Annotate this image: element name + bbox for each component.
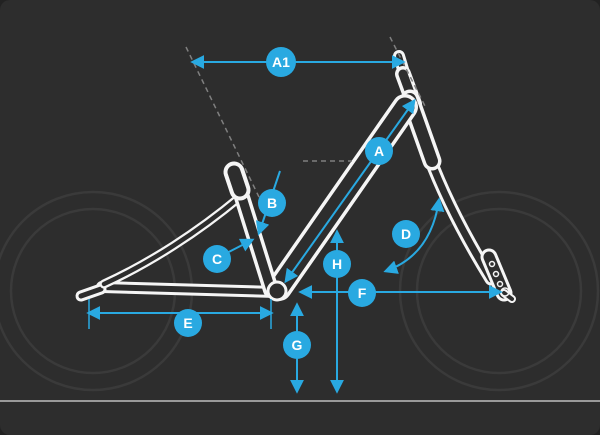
label-d: D [392, 220, 420, 248]
label-c-badge [203, 245, 231, 273]
d-angle-arc [383, 197, 445, 274]
measurement-d [383, 197, 445, 274]
label-f-text: F [358, 285, 367, 301]
measurement-a [284, 98, 416, 284]
bike-frame [75, 50, 516, 303]
label-g-badge [283, 331, 311, 359]
a-dimension-line [284, 98, 416, 284]
label-a1: A1 [266, 47, 296, 77]
label-a: A [365, 137, 393, 165]
label-g-text: G [292, 337, 303, 353]
label-f: F [348, 279, 376, 307]
label-h-text: H [332, 256, 342, 272]
label-c-text: C [212, 251, 222, 267]
labels: A1 A B C D E F G [174, 47, 420, 359]
label-b: B [258, 189, 286, 217]
label-b-badge [258, 189, 286, 217]
bottom-bracket [266, 280, 288, 302]
fork-mount-hole [488, 260, 496, 268]
label-a-text: A [374, 143, 384, 159]
label-e-text: E [183, 315, 192, 331]
label-h: H [323, 250, 351, 278]
label-c: C [203, 245, 231, 273]
label-d-badge [392, 220, 420, 248]
label-f-badge [348, 279, 376, 307]
steerer-axis-extension-line [389, 36, 426, 107]
label-g: G [283, 331, 311, 359]
label-b-text: B [267, 195, 277, 211]
label-h-badge [323, 250, 351, 278]
label-e-badge [174, 309, 202, 337]
fork-mount-hole [492, 270, 500, 278]
label-d-text: D [401, 226, 411, 242]
label-a1-text: A1 [272, 54, 290, 70]
label-a1-badge [266, 47, 296, 77]
label-a-badge [365, 137, 393, 165]
label-e: E [174, 309, 202, 337]
seat-axis-extension-line [185, 46, 260, 198]
